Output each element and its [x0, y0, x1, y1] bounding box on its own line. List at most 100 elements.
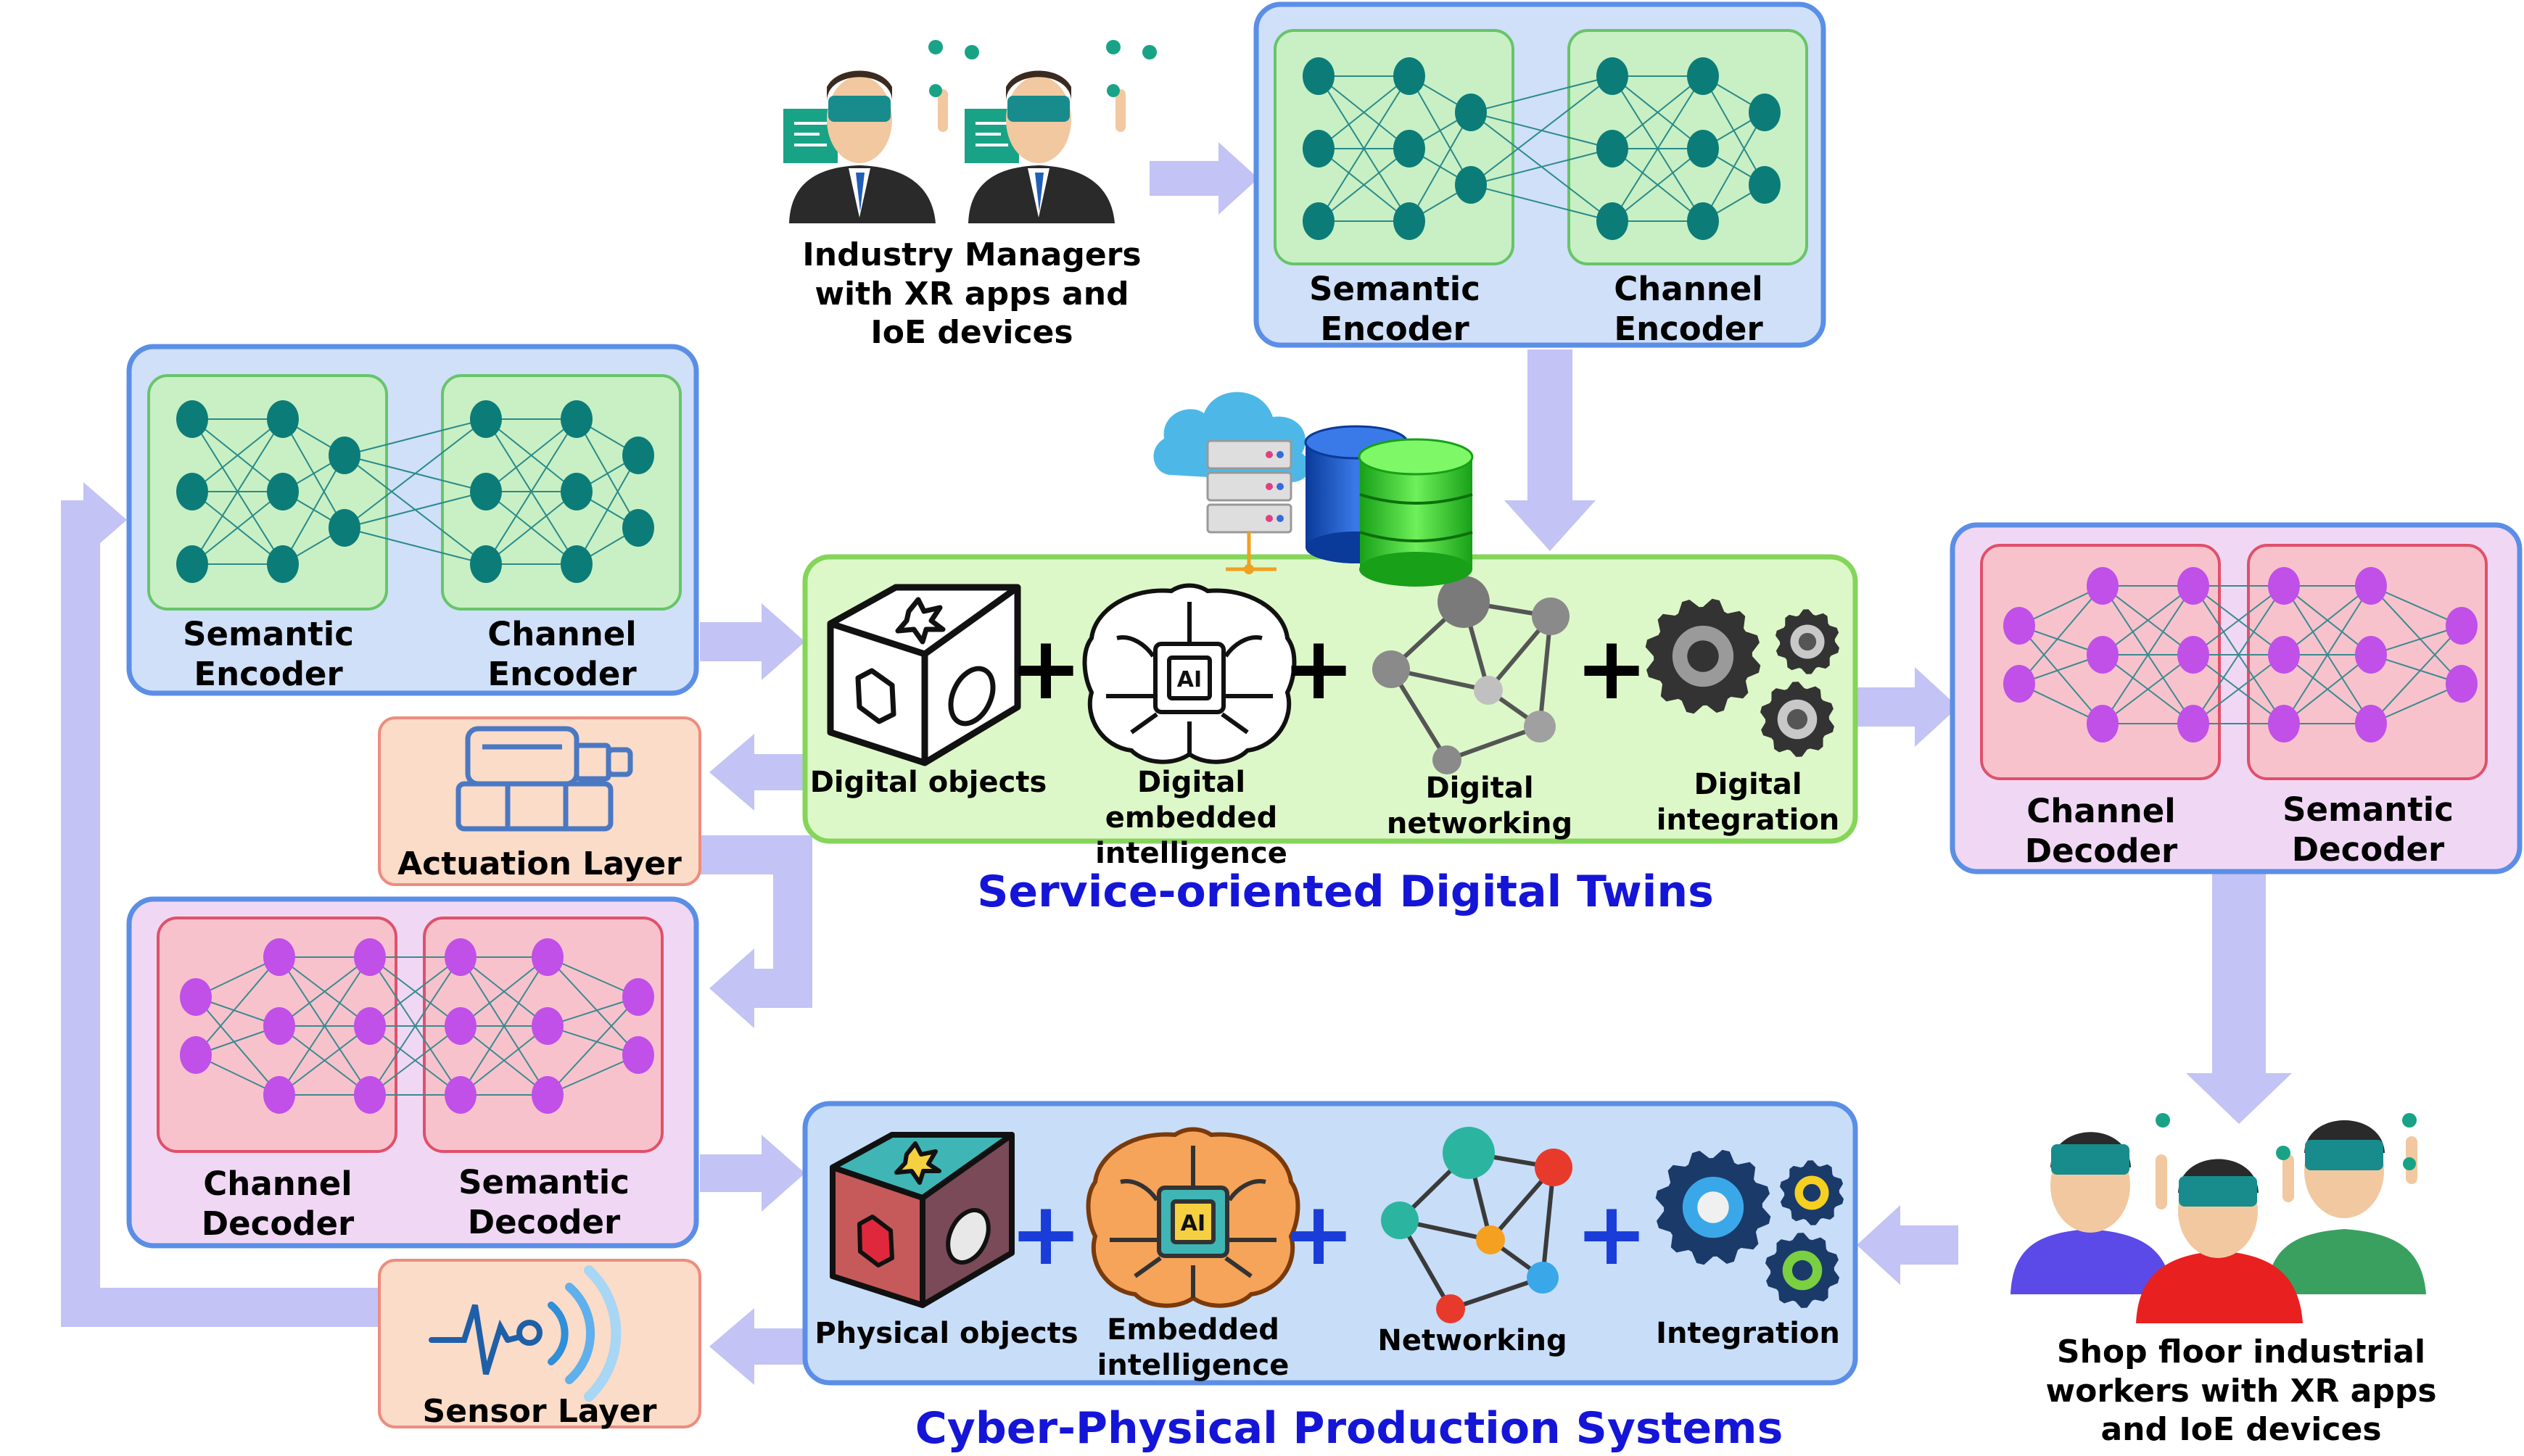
nn-node [2087, 567, 2119, 605]
nn-connection [279, 1025, 371, 1096]
nn-node [2177, 636, 2209, 674]
digital-objects-label: Digital objects [809, 766, 1047, 799]
nn-node [1303, 57, 1335, 95]
nn-node [2446, 607, 2478, 645]
nn-connection [2193, 654, 2285, 724]
actuation-layer-module [378, 716, 701, 886]
nn-connection [1612, 75, 1704, 149]
sensor-layer-module [378, 1259, 701, 1428]
nn-connection [369, 956, 461, 1027]
nn-node [445, 1007, 477, 1045]
nn-connection [1702, 112, 1765, 222]
nn-node [329, 509, 360, 547]
nn-connection [344, 418, 487, 529]
flow-arrows [61, 142, 2292, 1385]
actuator-icon [455, 726, 633, 832]
nn-connection [547, 996, 639, 1096]
nn-connection [2370, 585, 2462, 626]
nn-node [354, 938, 386, 976]
nn-node [2177, 567, 2209, 605]
networking-label: Networking [1377, 1324, 1567, 1357]
sensor-icon [429, 1265, 622, 1402]
gear-hub [1687, 640, 1719, 672]
nn-node [176, 473, 208, 510]
arrow-encoder-to-twins-left [700, 603, 805, 680]
nn-connection [460, 956, 548, 1027]
nn-node [263, 1007, 295, 1045]
embedded-ai-chip-text: AI [1181, 1211, 1205, 1236]
right-channel-decoder-label: Channel Decoder [2024, 792, 2178, 870]
plus-signs: + + + + + + [1010, 619, 1649, 1285]
nn-connection [460, 1025, 548, 1096]
nn-connection [344, 418, 487, 456]
plus-sign: + [1282, 1184, 1356, 1285]
nn-node [2268, 705, 2300, 743]
nn-node [1393, 130, 1425, 167]
nn-node [622, 509, 654, 547]
nn-node [445, 1076, 477, 1114]
gear-hub [1786, 708, 1808, 730]
nn-connection [1318, 75, 1410, 222]
left-semantic-decoder-label: Semantic Decoder [458, 1163, 630, 1241]
nn-connection [460, 956, 548, 1096]
gear-hub [1697, 1191, 1729, 1223]
nn-node [1749, 166, 1781, 204]
actuation-layer-box [378, 716, 701, 886]
digital-embedded-intelligence-label: Digital embedded intelligence [1095, 766, 1287, 870]
nn-node [445, 938, 477, 976]
nn-connection [1470, 184, 1613, 222]
nn-node [1687, 130, 1719, 167]
nn-node [622, 437, 654, 474]
nn-connection [2370, 585, 2462, 684]
nn-node [1455, 94, 1487, 131]
physical-gears-icon [1655, 1149, 1844, 1308]
nn-connection [1612, 148, 1704, 222]
nn-connection [547, 1054, 639, 1096]
arrow-managers-to-encoder [1150, 142, 1258, 215]
nn-node [622, 978, 654, 1016]
cpps-title: Cyber-Physical Production Systems [915, 1403, 1783, 1454]
nn-connection [1470, 75, 1613, 113]
nn-node [180, 1036, 212, 1074]
nn-connection [2193, 585, 2285, 724]
integration-label: Integration [1656, 1317, 1840, 1350]
nn-node [1455, 166, 1487, 204]
nn-connection [344, 491, 487, 529]
nn-node [1596, 130, 1628, 167]
nn-node [561, 473, 593, 510]
nn-connection [279, 956, 371, 1027]
nn-node [532, 1007, 564, 1045]
physical-objects-label: Physical objects [814, 1317, 1079, 1350]
digital-integration-label: Digital integration [1656, 768, 1840, 837]
left-semantic-encoder-label: Semantic Encoder [183, 615, 354, 693]
nn-connection [2193, 585, 2285, 655]
nn-node [2003, 665, 2035, 703]
physical-network-icon [1381, 1127, 1572, 1323]
gear-hub [1798, 632, 1817, 651]
nn-connection [1409, 112, 1472, 222]
left-decoder-module [126, 896, 699, 1249]
sensor-layer-label: Sensor Layer [422, 1393, 657, 1430]
nn-connection [2102, 585, 2194, 655]
nn-connection [2102, 654, 2194, 724]
plus-sign: + [1010, 1184, 1083, 1285]
cloud-database-icon [1153, 392, 1474, 587]
digital-gears-icon [1645, 598, 1839, 757]
nn-node [470, 473, 502, 510]
nn-node [1393, 202, 1425, 240]
left-encoder-module [126, 344, 699, 696]
nn-node [1687, 57, 1719, 95]
nn-node [622, 1036, 654, 1074]
top-encoder-module [1253, 1, 1826, 348]
nn-node [1393, 57, 1425, 95]
nn-node [2268, 636, 2300, 674]
digital-network-icon [1372, 576, 1570, 774]
nn-connection [2370, 683, 2462, 724]
nn-node [2003, 607, 2035, 645]
top-channel-encoder-label: Channel Encoder [1614, 270, 1763, 348]
nn-node [263, 938, 295, 976]
nn-connection [547, 956, 639, 998]
nn-node [267, 473, 299, 510]
nn-connection [282, 455, 345, 565]
